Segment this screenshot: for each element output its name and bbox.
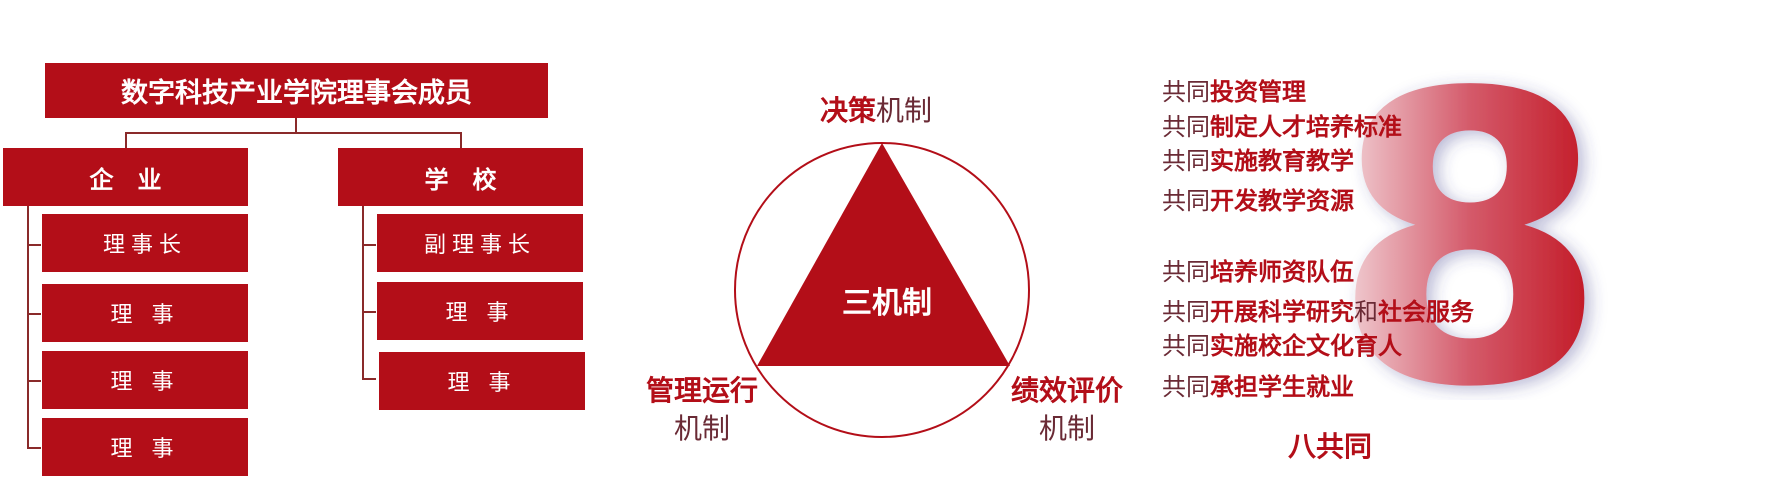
council-title: 数字科技产业学院理事会成员 [121, 78, 472, 109]
member-label: 理事长 [102, 233, 187, 258]
school-label: 学 校 [424, 165, 497, 194]
eight-item-prefix: 共同 [1162, 113, 1210, 141]
connector-enterprise [125, 132, 127, 148]
eight-item-8: 共同承担学生就业 [1162, 367, 1354, 402]
eight-item-1: 共同投资管理 [1162, 72, 1306, 107]
member-label: 理 事 [447, 371, 517, 396]
connector-title-down [295, 118, 297, 133]
school-member-2: 理 事 [377, 282, 583, 340]
enterprise-member-4: 理 事 [42, 418, 248, 476]
mechanism-left-normal: 机制 [673, 412, 730, 445]
member-label: 理 事 [445, 301, 515, 326]
eight-item-5: 共同培养师资队伍 [1162, 252, 1354, 287]
school-member-3: 理 事 [379, 352, 585, 410]
eight-item-3: 共同实施教育教学 [1162, 141, 1354, 176]
school-spine [362, 206, 364, 379]
mechanism-right-normal: 机制 [1038, 412, 1095, 445]
mechanism-center-label: 三机制 [842, 286, 932, 321]
member-label: 理 事 [110, 303, 180, 328]
enterprise-tick-3 [27, 380, 41, 382]
mechanism-right-bold: 绩效评价 [1010, 374, 1123, 407]
mechanism-right-label: 绩效评价 机制 [1007, 372, 1127, 448]
eight-item-prefix: 共同 [1162, 332, 1210, 360]
school-tick-1 [362, 244, 376, 246]
member-label: 理 事 [110, 370, 180, 395]
eight-item-6: 共同开展科学研究和社会服务 [1162, 292, 1474, 327]
eight-item-text: 开展科学研究 [1210, 298, 1354, 326]
eight-item-7: 共同实施校企文化育人 [1162, 326, 1402, 361]
school-tick-3 [362, 378, 376, 380]
member-label: 理 事 [110, 437, 180, 462]
enterprise-tick-4 [27, 447, 41, 449]
mechanism-top-bold: 决策 [820, 94, 877, 127]
eight-item-text-2: 社会服务 [1378, 298, 1474, 326]
eight-item-connector: 和 [1354, 298, 1378, 326]
eight-item-prefix: 共同 [1162, 373, 1210, 401]
eight-item-text: 培养师资队伍 [1210, 258, 1354, 286]
eight-digit: 8 [1331, 70, 1609, 400]
connector-school [460, 132, 462, 148]
enterprise-member-3: 理 事 [42, 351, 248, 409]
eight-digit-graphic: 8 [1331, 70, 1609, 400]
school-tick-2 [362, 311, 376, 313]
eight-item-text: 实施教育教学 [1210, 147, 1354, 175]
eight-item-text: 投资管理 [1210, 78, 1306, 106]
enterprise-member-2: 理 事 [42, 284, 248, 342]
enterprise-member-1: 理事长 [42, 214, 248, 272]
council-title-box: 数字科技产业学院理事会成员 [45, 63, 548, 118]
enterprise-header: 企 业 [3, 148, 248, 206]
eight-item-text: 制定人才培养标准 [1210, 113, 1402, 141]
enterprise-label: 企 业 [89, 165, 162, 194]
mechanism-diagram [734, 142, 1030, 438]
mechanism-left-label: 管理运行 机制 [642, 372, 762, 448]
mechanism-triangle [757, 143, 1010, 366]
school-member-1: 副理事长 [377, 214, 583, 272]
eight-item-prefix: 共同 [1162, 187, 1210, 215]
member-label: 副理事长 [423, 233, 536, 258]
enterprise-tick-1 [27, 244, 41, 246]
eight-item-prefix: 共同 [1162, 258, 1210, 286]
eight-item-text: 开发教学资源 [1210, 187, 1354, 215]
eight-item-text: 实施校企文化育人 [1210, 332, 1402, 360]
eight-item-prefix: 共同 [1162, 298, 1210, 326]
eight-item-prefix: 共同 [1162, 147, 1210, 175]
mechanism-left-bold: 管理运行 [645, 374, 758, 407]
eight-item-text: 承担学生就业 [1210, 373, 1354, 401]
mechanism-top-normal: 机制 [876, 94, 933, 127]
school-header: 学 校 [338, 148, 583, 206]
eight-caption: 八共同 [1288, 430, 1373, 463]
enterprise-spine [27, 206, 29, 448]
eight-item-4: 共同开发教学资源 [1162, 181, 1354, 216]
eight-item-prefix: 共同 [1162, 78, 1210, 106]
connector-horizontal [125, 132, 462, 134]
enterprise-tick-2 [27, 313, 41, 315]
eight-item-2: 共同制定人才培养标准 [1162, 107, 1402, 142]
mechanism-top-label: 决策机制 [820, 92, 932, 130]
